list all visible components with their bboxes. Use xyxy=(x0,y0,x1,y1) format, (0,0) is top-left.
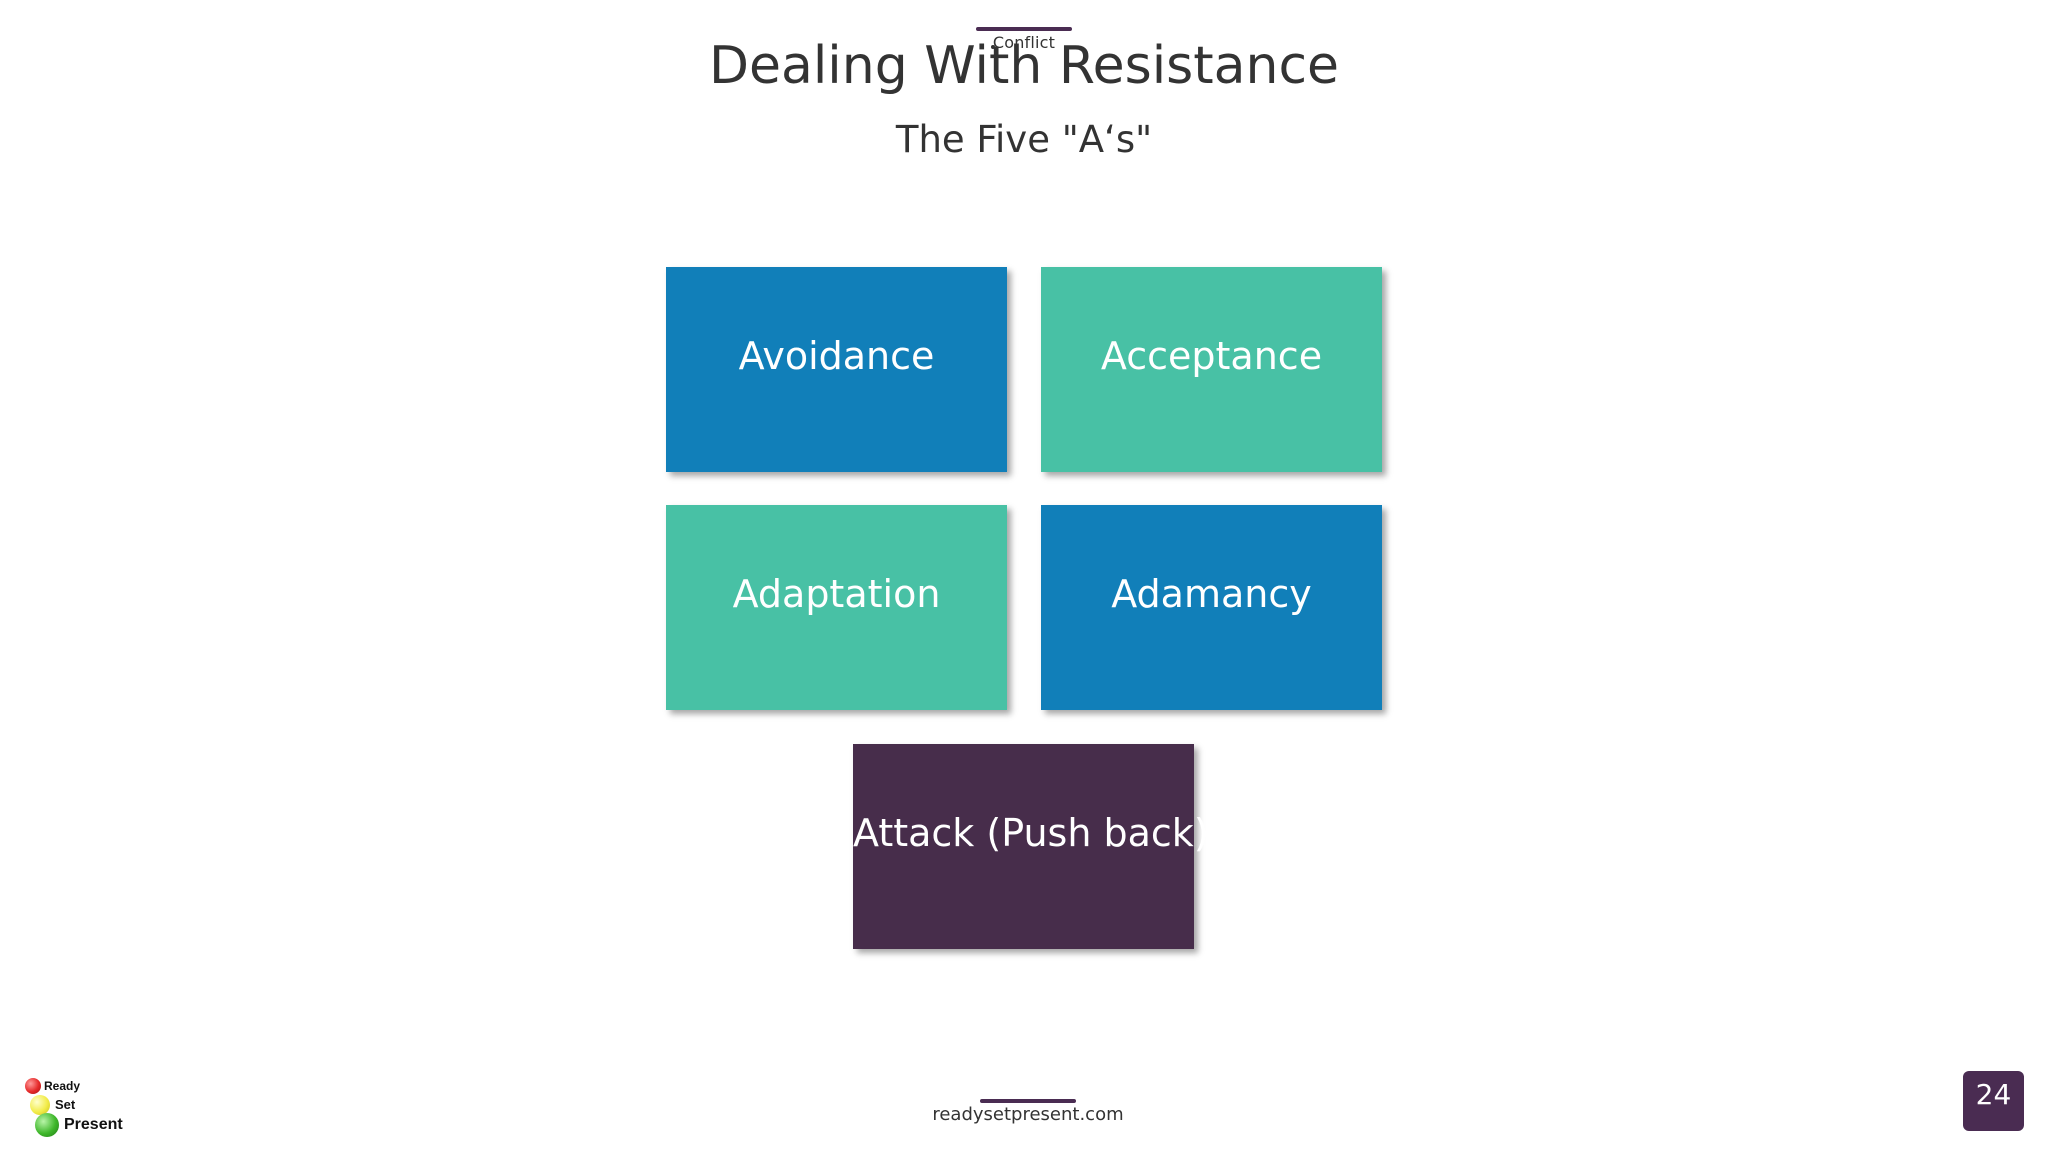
logo-word-present: Present xyxy=(64,1116,123,1133)
slide-subtitle: The Five "A‘s" xyxy=(895,118,1153,161)
slide-title: Dealing With Resistance xyxy=(708,36,1340,96)
green-light-icon xyxy=(35,1113,59,1137)
tile-adamancy: Adamancy xyxy=(1041,505,1382,710)
tile-acceptance: Acceptance xyxy=(1041,267,1382,472)
logo-word-ready: Ready xyxy=(44,1079,81,1093)
ready-set-present-logo: Ready Set Present xyxy=(22,1076,132,1140)
footer-accent-rule xyxy=(980,1099,1076,1103)
red-light-icon xyxy=(25,1078,41,1094)
section-label: Conflict xyxy=(992,33,1056,52)
tile-adamancy-label: Adamancy xyxy=(1111,572,1312,616)
logo-word-set: Set xyxy=(55,1097,76,1112)
tile-adaptation: Adaptation xyxy=(666,505,1007,710)
tile-avoidance-label: Avoidance xyxy=(738,334,935,378)
top-accent-rule xyxy=(976,27,1072,31)
yellow-light-icon xyxy=(30,1095,50,1115)
tile-attack: Attack (Push back) xyxy=(853,744,1209,949)
tile-adaptation-label: Adaptation xyxy=(732,572,941,616)
section-dot xyxy=(991,45,995,49)
tile-avoidance: Avoidance xyxy=(666,267,1007,472)
tile-acceptance-label: Acceptance xyxy=(1100,334,1323,378)
tile-attack-label: Attack (Push back) xyxy=(853,811,1209,855)
footer-website: readysetpresent.com xyxy=(932,1104,1124,1125)
page-number-badge: 24 xyxy=(1963,1071,2024,1131)
